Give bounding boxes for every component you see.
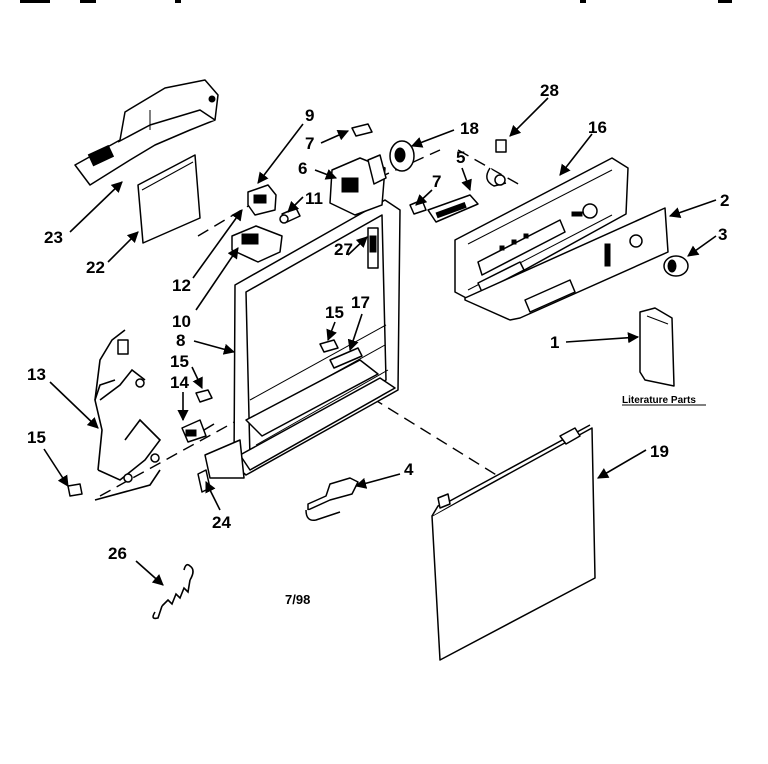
callout-labels: 23 22 9 7 6 11 12 10 8 18 28 16 5 7 2 3 … [27, 81, 729, 607]
part-26-spring [152, 563, 194, 620]
part-15-screw-center [319, 339, 339, 353]
literature-parts-label: Literature Parts [622, 395, 696, 406]
label-1: 1 [550, 333, 559, 352]
label-15-left: 15 [27, 428, 46, 447]
cropped-header-marks [20, 0, 732, 3]
label-17: 17 [351, 293, 370, 312]
label-2: 2 [720, 191, 729, 210]
label-15-mid: 15 [170, 352, 189, 371]
part-13-wire-harness [94, 329, 162, 501]
label-6: 6 [298, 159, 307, 178]
label-3: 3 [718, 225, 727, 244]
part-8-inner-door-frame [204, 199, 401, 479]
label-16: 16 [588, 118, 607, 137]
part-1-literature-booklet [639, 307, 675, 387]
label-10: 10 [172, 312, 191, 331]
label-11: 11 [305, 189, 323, 208]
label-18: 18 [460, 119, 479, 138]
label-12: 12 [172, 276, 191, 295]
part-4-hinge-strap [305, 477, 359, 522]
part-24-clip [197, 469, 211, 493]
part-19-outer-door-panel [431, 424, 596, 661]
part-16-console-panel [454, 157, 629, 301]
label-14: 14 [170, 373, 189, 392]
part-28-connector [486, 139, 507, 187]
label-8: 8 [176, 331, 185, 350]
label-7-right: 7 [432, 172, 441, 191]
part-22-panel-sheet [137, 154, 201, 244]
part-10-latch-bracket [231, 225, 283, 263]
label-22: 22 [86, 258, 105, 277]
part-2-panel-overlay [464, 207, 669, 321]
label-28: 28 [540, 81, 559, 100]
part-17-bracket [329, 347, 363, 369]
part-3-knob [663, 255, 689, 277]
part-5-button-strip [427, 194, 479, 223]
label-9: 9 [305, 106, 314, 125]
part-9-hinge-bracket [247, 184, 277, 216]
part-23-vent-housing [74, 79, 219, 186]
label-13: 13 [27, 365, 46, 384]
part-14-switch [181, 419, 215, 443]
label-7-top: 7 [305, 134, 314, 153]
leader-lines [43, 97, 717, 586]
label-23: 23 [44, 228, 63, 247]
part-15-screw-mid [195, 389, 213, 403]
label-26: 26 [108, 544, 127, 563]
label-19: 19 [650, 442, 669, 461]
part-7-screw-top [351, 123, 373, 137]
label-27: 27 [334, 240, 353, 259]
part-6-switch-assembly [329, 154, 387, 216]
label-5: 5 [456, 148, 465, 167]
part-18-knob [389, 140, 415, 172]
date-code: 7/98 [285, 592, 310, 607]
label-15-center: 15 [325, 303, 344, 322]
label-4: 4 [404, 460, 414, 479]
part-15-screw-left [67, 483, 83, 497]
label-24: 24 [212, 513, 231, 532]
